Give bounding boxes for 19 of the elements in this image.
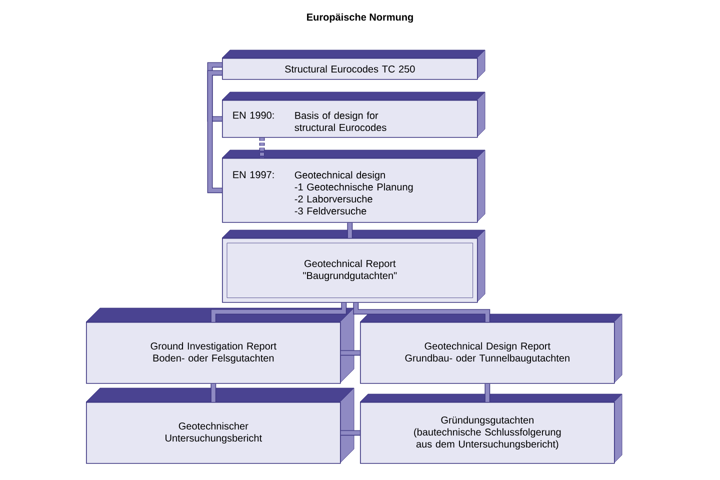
process-box: Ground Investigation Report Boden- oder Felsgutachten (86, 308, 354, 384)
process-box: Structural Eurocodes TC 250 (222, 50, 486, 80)
process-box: Gründungsgutachten (bautechnische Schlussfolgerung aus dem Untersuchungsbericht) (360, 394, 622, 464)
process-box: Geotechnical Report "Baugrundgutachten" (222, 230, 486, 303)
connector-bar (207, 70, 222, 194)
process-box: Geotechnical Design Report Grundbau- oder Tunnelbaugutachten (360, 314, 622, 384)
connector-bar (210, 384, 216, 402)
connector-bar (340, 430, 360, 436)
connector-bar (259, 138, 265, 158)
connector-bar (347, 222, 353, 238)
title: Europäische Normung (307, 13, 413, 23)
process-box: Geotechnischer Untersuchungsbericht (86, 388, 354, 464)
connector-bar (210, 302, 347, 322)
process-box: EN 1997: Geotechnical design -1 Geotechnische Planung -2 Laborversuche -3 Feldversuche (222, 150, 486, 223)
connector-bar (340, 350, 360, 356)
connector-bar (484, 384, 490, 402)
process-box: EN 1990: Basis of design for structural Eurocodes (222, 92, 486, 138)
connector-bar (353, 302, 490, 322)
connector-bar (207, 62, 222, 122)
